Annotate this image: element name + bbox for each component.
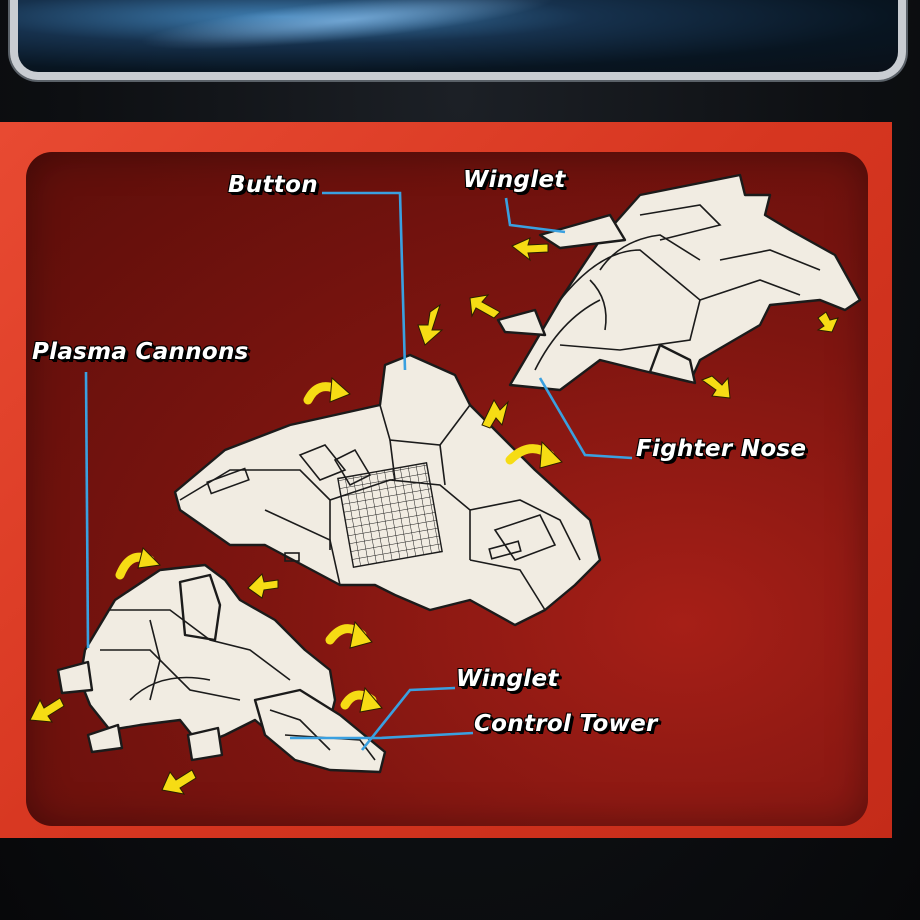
arrow-fighter-rear — [700, 375, 731, 399]
arrow-cannon-left — [29, 697, 65, 723]
curl-arrowhead-left-ship — [137, 547, 162, 569]
arrow-winglet-right — [816, 311, 839, 333]
arrow-base-left — [247, 573, 279, 599]
fighter-part — [496, 173, 862, 392]
arrow-winglet-top — [511, 237, 549, 262]
arrow-fighter-nose — [481, 398, 509, 429]
base-part — [173, 353, 602, 627]
curl-arrowhead-center — [349, 620, 373, 649]
arrow-down-button — [417, 303, 444, 346]
winglet-bottom-leader-line — [360, 686, 456, 751]
fighter-nose-leader-line — [538, 377, 633, 460]
label-fighter-nose: Fighter Nose — [636, 436, 807, 462]
label-winglet-bottom: Winglet — [456, 666, 559, 692]
label-winglet-top: Winglet — [463, 167, 566, 193]
cannon-ship-part — [56, 563, 387, 774]
label-button: Button — [228, 172, 318, 198]
curl-arrowhead-base — [329, 376, 351, 403]
arrow-cannon-bottom — [161, 769, 197, 795]
button-leader-line — [322, 191, 407, 371]
winglet-top-leader-line — [504, 197, 566, 234]
movement-arrows — [29, 237, 839, 795]
label-control-tower: Control Tower — [474, 711, 658, 737]
curl-arrowhead-tower — [359, 686, 383, 713]
top-window-panel — [10, 0, 906, 80]
label-plasma-cannons: Plasma Cannons — [32, 339, 249, 365]
curl-arrowhead-right — [539, 440, 563, 469]
control-tower-leader-line — [290, 731, 474, 740]
arrow-fighter-left — [469, 294, 501, 319]
plasma-cannons-leader-line — [84, 371, 90, 649]
